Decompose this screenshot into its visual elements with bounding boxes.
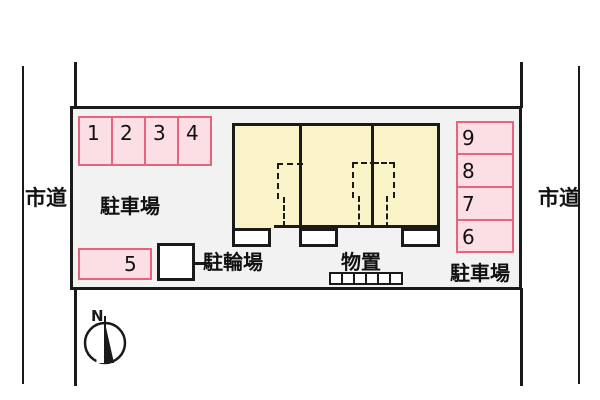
entry-dash-3-right — [393, 162, 395, 198]
west-road-label: 市道 — [25, 186, 67, 210]
stall-label-1: 1 — [87, 121, 100, 145]
west-road-inner-line-lower — [74, 290, 77, 386]
stall-label-8: 8 — [462, 159, 475, 183]
stall-divider-3 — [177, 116, 179, 166]
entry-dash-2-top — [352, 162, 376, 164]
storage-units[interactable] — [329, 272, 403, 285]
parking-west-label: 駐車場 — [100, 194, 160, 218]
west-road-inner-line — [74, 62, 77, 106]
apartment-building — [232, 123, 440, 228]
storage-label: 物置 — [341, 250, 381, 274]
storage-unit-cell — [389, 272, 403, 285]
building-unit-wall-2 — [371, 123, 374, 228]
building-balcony-3 — [401, 228, 440, 247]
building-balcony-2 — [299, 228, 338, 247]
compass-icon: N — [83, 307, 127, 365]
bicycle-parking-leader-line — [193, 262, 207, 265]
stall-label-9: 9 — [462, 126, 475, 150]
compass-rose: N — [82, 306, 128, 368]
bicycle-parking-box[interactable] — [157, 243, 195, 281]
entry-dash-1-right — [283, 197, 285, 227]
east-road-outer-line — [578, 66, 580, 384]
stall-divider-1 — [111, 116, 113, 166]
east-road-inner-line — [520, 62, 523, 108]
stall-divider-2 — [144, 116, 146, 166]
stall-label-5: 5 — [124, 252, 137, 276]
stall-label-6: 6 — [462, 225, 475, 249]
stall-label-2: 2 — [120, 121, 133, 145]
parking-stall-5[interactable] — [78, 248, 152, 280]
stall-divider-8-7 — [456, 186, 514, 188]
east-road-inner-line-lower — [520, 288, 523, 386]
svg-text:N: N — [91, 307, 104, 325]
stall-label-7: 7 — [462, 192, 475, 216]
entry-dash-2-left — [352, 162, 354, 198]
east-road-label: 市道 — [538, 186, 580, 210]
entry-dash-1-top — [277, 163, 303, 165]
entry-dash-3-left — [386, 196, 388, 228]
building-unit-wall-1 — [299, 123, 302, 228]
west-road-outer-line — [22, 66, 24, 384]
stall-label-3: 3 — [153, 121, 166, 145]
building-balcony-1 — [232, 228, 271, 247]
parking-east-label: 駐車場 — [450, 261, 510, 285]
entry-dash-3-top — [373, 162, 395, 164]
entry-dash-2-right — [358, 196, 360, 228]
entry-dash-1-left — [277, 163, 279, 199]
stall-divider-7-6 — [456, 219, 514, 221]
bicycle-parking-label: 駐輪場 — [203, 250, 263, 274]
stall-divider-9-8 — [456, 153, 514, 155]
stall-label-4: 4 — [186, 121, 199, 145]
